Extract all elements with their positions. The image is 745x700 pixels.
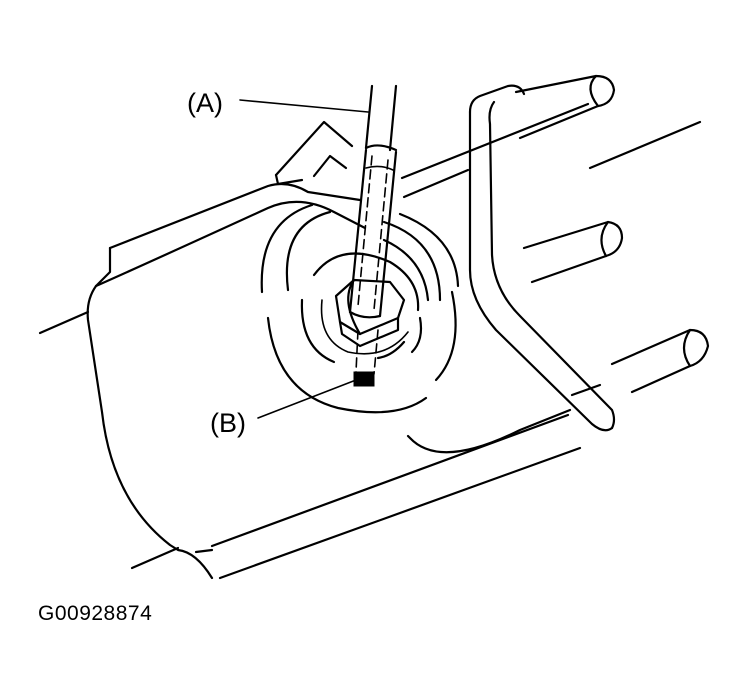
- figure-id: G00928874: [38, 602, 153, 625]
- frame-rail-lower: [38, 310, 582, 580]
- stud-lower: [610, 328, 710, 394]
- stud-upper: [514, 74, 702, 170]
- stud-middle: [522, 220, 624, 284]
- socket-tip: [353, 329, 379, 387]
- bracket-plate: [86, 102, 602, 580]
- callout-b-label: (B): [210, 408, 246, 438]
- bolt-boss: [260, 203, 460, 414]
- bracket-tab: [274, 120, 354, 186]
- callout-a: (A): [187, 88, 369, 118]
- cross-member: [468, 84, 616, 432]
- callout-b: (B): [210, 379, 357, 438]
- torque-extension: [348, 84, 398, 319]
- callout-a-label: (A): [187, 88, 223, 118]
